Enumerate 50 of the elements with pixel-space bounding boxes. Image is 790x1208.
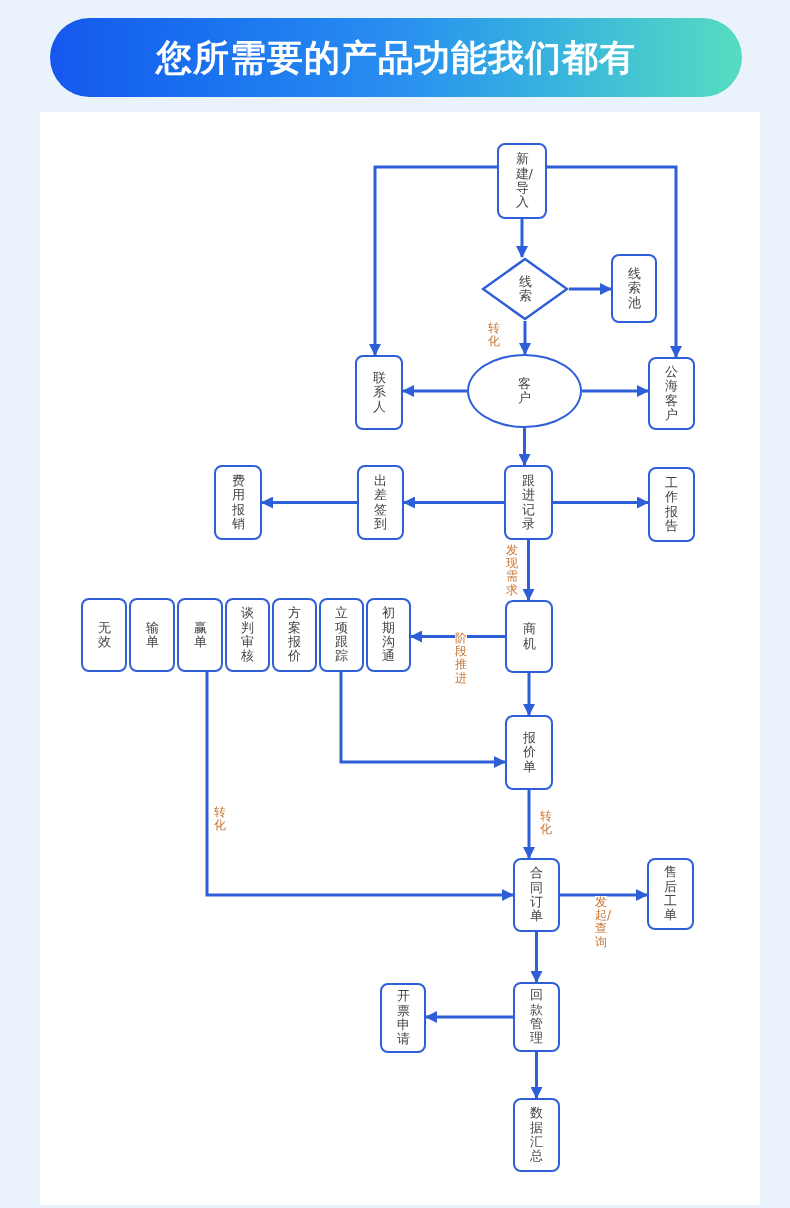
process-box: 商机 bbox=[505, 600, 553, 673]
process-box: 立项跟踪 bbox=[319, 598, 364, 672]
process-box: 赢单 bbox=[177, 598, 223, 672]
process-box: 无效 bbox=[81, 598, 127, 672]
arrow bbox=[425, 1011, 513, 1023]
edge-label: 转化 bbox=[540, 810, 552, 837]
arrow bbox=[339, 672, 506, 768]
arrow bbox=[530, 932, 543, 983]
process-box: 合同订单 bbox=[513, 858, 560, 932]
edge-label: 阶段推进 bbox=[455, 632, 467, 685]
process-box: 公海客户 bbox=[648, 357, 695, 430]
edge-label: 转化 bbox=[488, 322, 500, 349]
arrow bbox=[410, 630, 505, 643]
process-box: 工作报告 bbox=[648, 467, 695, 542]
arrow bbox=[522, 540, 535, 601]
arrow bbox=[518, 428, 531, 466]
title-banner: 您所需要的产品功能我们都有 bbox=[50, 18, 742, 97]
arrow bbox=[569, 283, 612, 295]
arrow bbox=[205, 672, 514, 901]
arrow bbox=[403, 496, 504, 509]
diamond-label: 线索 bbox=[518, 274, 532, 304]
arrow bbox=[261, 496, 357, 509]
arrow bbox=[547, 165, 682, 358]
arrow bbox=[582, 385, 649, 397]
process-box: 新建/导入 bbox=[497, 143, 547, 219]
process-box: 开票申请 bbox=[380, 983, 426, 1053]
process-box: 报价单 bbox=[505, 715, 553, 790]
process-box: 初期沟通 bbox=[366, 598, 411, 672]
process-box: 数据汇总 bbox=[513, 1098, 560, 1172]
arrow bbox=[402, 385, 467, 397]
arrow bbox=[553, 496, 649, 509]
edge-label: 转化 bbox=[214, 806, 226, 833]
process-box: 跟进记录 bbox=[504, 465, 553, 540]
edge-label: 发现需求 bbox=[506, 544, 518, 597]
arrow bbox=[523, 790, 535, 859]
arrow bbox=[369, 165, 497, 356]
arrow bbox=[530, 1052, 543, 1099]
process-box: 费用报销 bbox=[214, 465, 262, 540]
arrow bbox=[523, 673, 535, 716]
process-box: 线索池 bbox=[611, 254, 657, 323]
arrow bbox=[516, 219, 528, 258]
process-box: 回款管理 bbox=[513, 982, 560, 1052]
process-box: 出差签到 bbox=[357, 465, 404, 540]
process-box: 联系人 bbox=[355, 355, 403, 430]
arrow bbox=[519, 321, 531, 355]
process-box: 输单 bbox=[129, 598, 175, 672]
process-box: 方案报价 bbox=[272, 598, 317, 672]
process-box: 谈判审核 bbox=[225, 598, 270, 672]
process-box: 售后工单 bbox=[647, 858, 694, 930]
arrow bbox=[560, 889, 648, 901]
